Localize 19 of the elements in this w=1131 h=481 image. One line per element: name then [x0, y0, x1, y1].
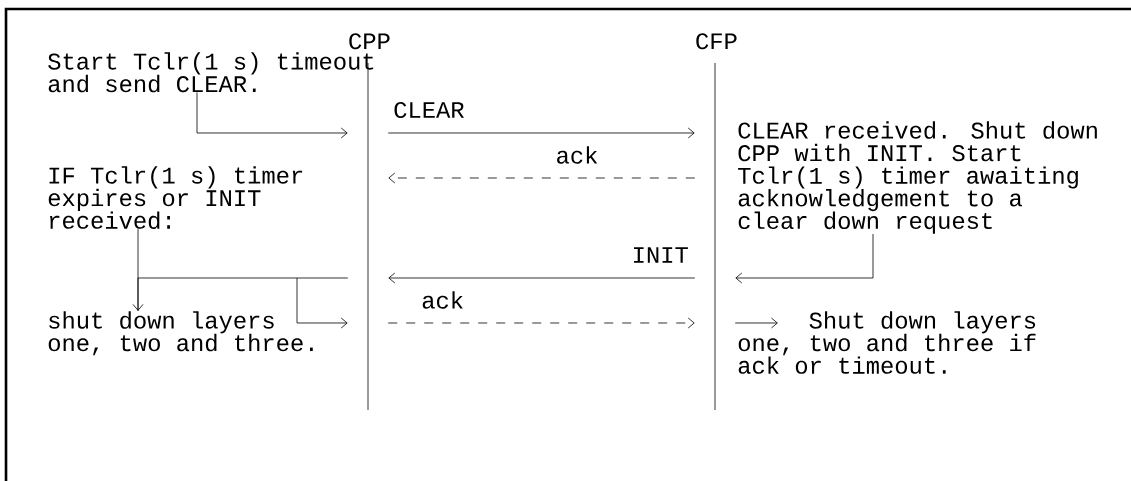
edge-label: ack [420, 290, 466, 310]
lifeline: CFP [696, 33, 737, 411]
note-text: shut down layers one, two and three. [48, 311, 313, 356]
message-arrow [387, 127, 695, 139]
message-arrow [388, 172, 696, 184]
edge-label: CLEAR [392, 100, 466, 120]
arrow [132, 277, 349, 311]
arrow [734, 317, 778, 329]
note-text: Shut down layers one, two and three if ack or timeout. [738, 311, 1036, 374]
message-arrow [388, 272, 696, 284]
edge-label: ack [554, 145, 600, 165]
note-text: IF Tclr(1 s) timer expires or INIT received: [48, 166, 303, 229]
edge-label: INIT [630, 246, 690, 264]
arrow [296, 277, 348, 329]
arrow [735, 233, 874, 284]
note-text: CLEAR received. Shut down CPP with INIT. Start Tclr(1 s) timer awaiting acknowledgement to a clear down request [738, 121, 1097, 234]
note-text: Start Tclr(1 s) timeout and send CLEAR. [48, 52, 374, 93]
arrow [196, 92, 348, 139]
message-arrow [387, 317, 695, 329]
